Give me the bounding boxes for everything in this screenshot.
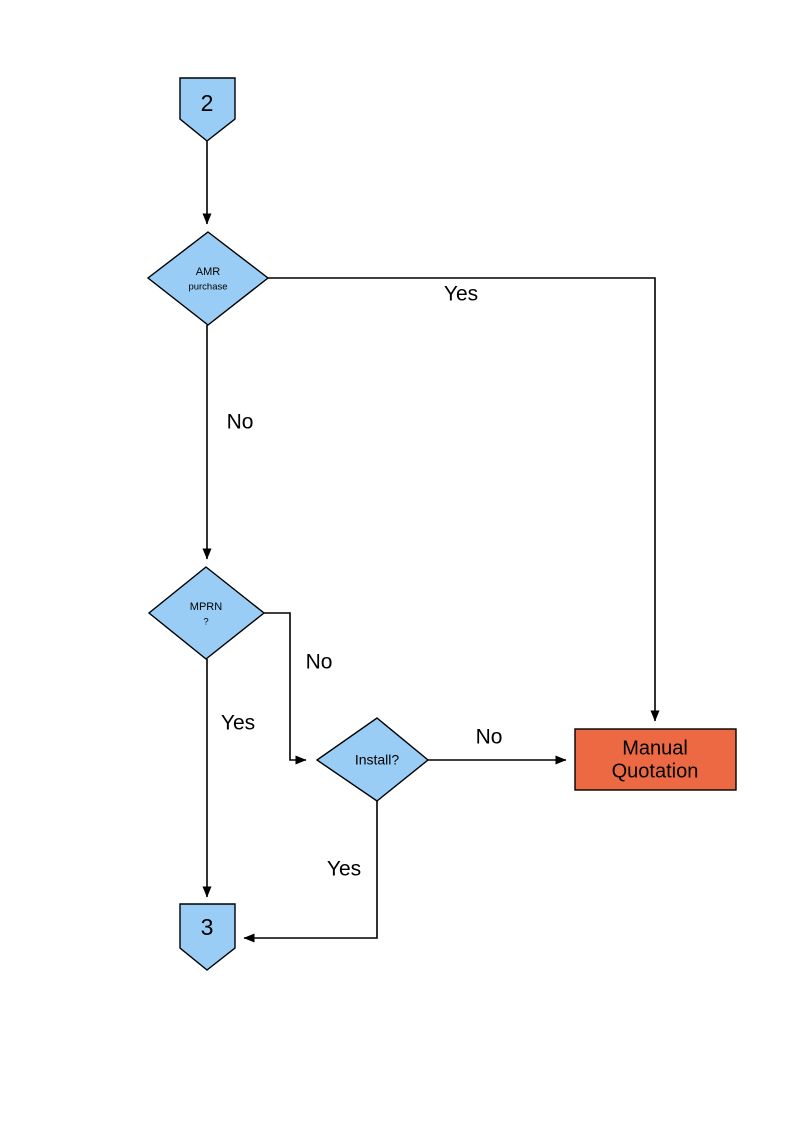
node-label-mprn-line1: MPRN <box>190 601 222 613</box>
process-shape-manual-quotation <box>574 728 737 791</box>
node-label-manual-quotation-line2: Quotation <box>612 760 699 782</box>
node-label-start-2: 2 <box>201 90 214 116</box>
node-start-2[interactable]: 2 <box>179 77 236 142</box>
edge-label-install-yes: Yes <box>327 858 361 881</box>
connector-amr-yes-to-manual-quotation <box>268 277 660 722</box>
edge-label-mprn-yes: Yes <box>221 712 255 735</box>
node-mprn[interactable]: MPRN ? <box>147 566 266 660</box>
edge-label-amr-no: No <box>227 411 254 434</box>
diamond-shape-mprn <box>147 566 266 660</box>
node-manual-quotation[interactable]: Manual Quotation <box>574 728 737 791</box>
edge-label-install-no: No <box>476 726 503 749</box>
node-label-end-3: 3 <box>201 914 214 940</box>
node-amr-purchase[interactable]: AMR purchase <box>146 231 270 326</box>
node-install[interactable]: Install? <box>315 717 430 802</box>
diamond-shape-install <box>315 717 430 802</box>
node-label-manual-quotation-line1: Manual <box>622 737 688 759</box>
node-end-3[interactable]: 3 <box>179 903 236 971</box>
edge-label-mprn-no: No <box>306 651 333 674</box>
node-label-mprn-line2: ? <box>203 617 208 628</box>
node-label-install: Install? <box>355 752 400 768</box>
edge-label-amr-yes: Yes <box>444 283 478 306</box>
shield-shape-end <box>179 903 236 971</box>
connector-install-yes-to-end <box>243 801 378 943</box>
diamond-shape-amr <box>146 231 270 326</box>
node-label-amr-line1: AMR <box>196 266 221 278</box>
shield-shape-start <box>179 77 236 142</box>
node-label-amr-line2: purchase <box>188 282 227 293</box>
connector-mprn-no-to-install <box>264 612 307 765</box>
